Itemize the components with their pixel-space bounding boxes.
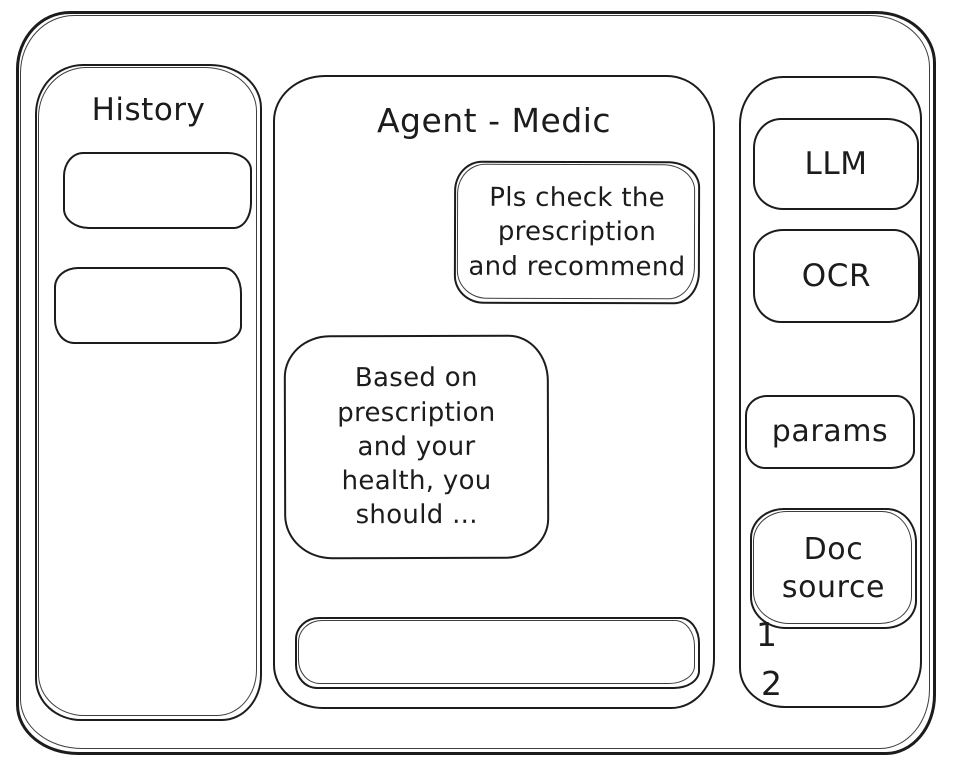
chat-panel: Agent - Medic Pls check the prescription… <box>273 75 715 709</box>
chat-panel-title: Agent - Medic <box>376 101 612 140</box>
history-item[interactable] <box>54 267 242 344</box>
history-panel-title: History <box>91 92 206 128</box>
doc-source-button[interactable]: Doc source <box>750 508 917 629</box>
history-panel: History <box>35 64 262 721</box>
llm-button[interactable]: LLM <box>753 118 919 210</box>
history-item[interactable] <box>63 152 252 229</box>
tools-panel: LLM OCR params Doc source 1 2 <box>739 76 922 708</box>
doc-source-item-1[interactable]: 1 <box>756 615 778 654</box>
user-message-bubble: Pls check the prescription and recommend <box>453 160 701 305</box>
ocr-button[interactable]: OCR <box>753 229 920 323</box>
agent-message-bubble: Based on prescription and your health, y… <box>283 334 550 560</box>
chat-input[interactable] <box>295 617 700 689</box>
doc-source-item-2[interactable]: 2 <box>761 664 783 703</box>
params-button[interactable]: params <box>745 395 915 469</box>
